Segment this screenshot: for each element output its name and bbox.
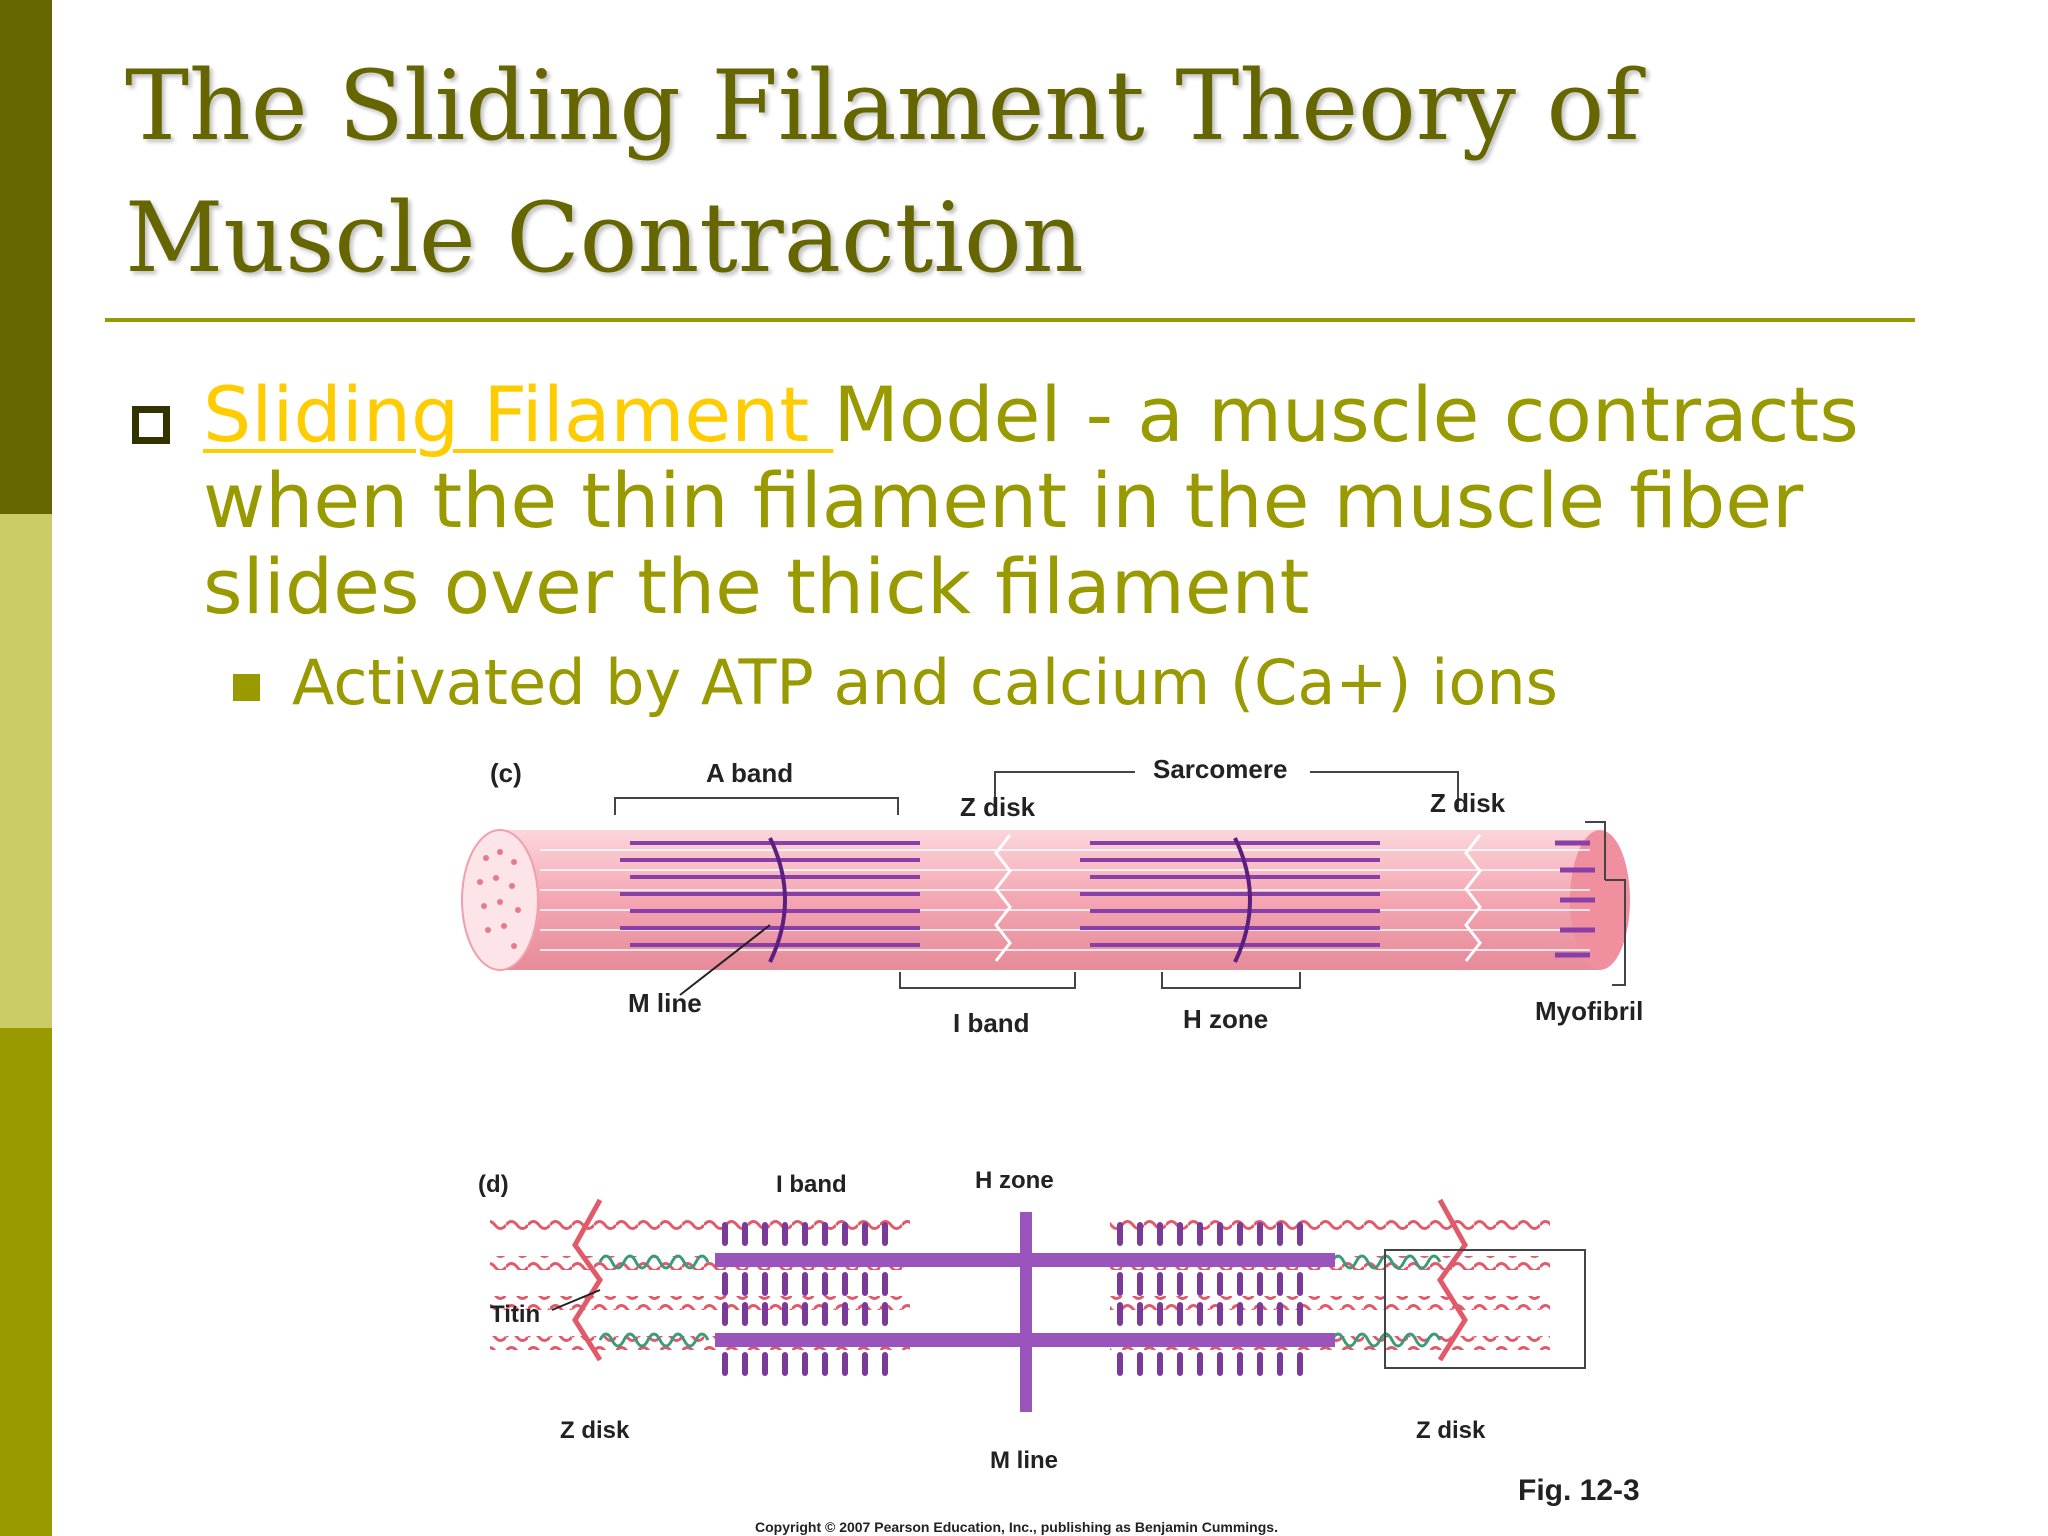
h-zone-label-c: H zone	[1183, 1004, 1268, 1034]
z-disk-line-1	[994, 834, 1012, 962]
i-band-label-d: I band	[776, 1171, 847, 1198]
myofibril-bracket-inner	[1585, 821, 1606, 880]
z-disk-left-label-d: Z disk	[560, 1417, 630, 1444]
titin-label: Titin	[490, 1301, 540, 1328]
panel-d: (d) I band H zone	[478, 1167, 1640, 1535]
thick-filaments-1	[620, 841, 920, 947]
end-cap-filaments	[1555, 840, 1595, 958]
z-disk-right-label-d: Z disk	[1416, 1417, 1486, 1444]
m-line-label-d: M line	[990, 1447, 1058, 1474]
h-zone-label-d: H zone	[975, 1167, 1054, 1194]
panel-c-label: (c)	[490, 758, 522, 788]
m-line-label-c: M line	[628, 988, 702, 1018]
main-bullet-text: Model - a muscle contracts when the thin…	[203, 370, 1859, 631]
sarcomere-label: Sarcomere	[1153, 754, 1287, 784]
sliding-filament-link[interactable]: Sliding Filament	[203, 370, 834, 459]
sidebar-band-light	[0, 514, 52, 1028]
m-line-1	[768, 837, 787, 963]
panel-d-label: (d)	[478, 1171, 509, 1198]
titin-pointer	[551, 1289, 601, 1311]
myosin-heads	[722, 1222, 1303, 1376]
slide-title: The Sliding Filament Theory of Muscle Co…	[125, 50, 1640, 294]
sub-bullet-text: Activated by ATP and calcium (Ca+) ions	[292, 646, 1558, 719]
panel-c: (c)	[461, 754, 1643, 1038]
z-disk-left-d	[572, 1198, 604, 1362]
i-band-bracket	[899, 972, 1076, 989]
m-line-bar-d	[1020, 1212, 1032, 1412]
square-bullet-icon	[233, 674, 260, 701]
m-line-2	[1233, 837, 1252, 963]
myofibril-label: Myofibril	[1535, 996, 1643, 1026]
title-divider	[105, 318, 1915, 322]
zoom-box	[1384, 1249, 1586, 1369]
a-band-bracket	[614, 797, 899, 815]
cross-section-dots	[477, 849, 521, 949]
copyright-text: Copyright © 2007 Pearson Education, Inc.…	[755, 1519, 1278, 1535]
thick-filaments-2	[1080, 841, 1380, 947]
fig-number: Fig. 12-3	[1518, 1474, 1640, 1507]
myofibril-end	[1570, 830, 1630, 970]
myofibril-bracket-outer	[1605, 879, 1626, 986]
hollow-square-bullet-icon	[132, 406, 170, 444]
z-disk-line-2	[1464, 834, 1482, 962]
thin-filaments	[540, 849, 1590, 951]
i-band-label-c: I band	[953, 1008, 1030, 1038]
a-band-label: A band	[706, 758, 793, 788]
z-disk-right-label-c: Z disk	[1430, 788, 1506, 818]
z-disk-left-label-c: Z disk	[960, 792, 1036, 822]
z-disk-right-d	[1436, 1198, 1468, 1362]
main-bullet: Sliding Filament Model - a muscle contra…	[203, 372, 1943, 630]
sidebar-band-dark	[0, 0, 52, 514]
h-zone-bracket	[1161, 972, 1301, 989]
sidebar-band-mid	[0, 1028, 52, 1536]
sarcomere-bracket	[994, 771, 1459, 808]
m-line-pointer	[679, 924, 771, 996]
